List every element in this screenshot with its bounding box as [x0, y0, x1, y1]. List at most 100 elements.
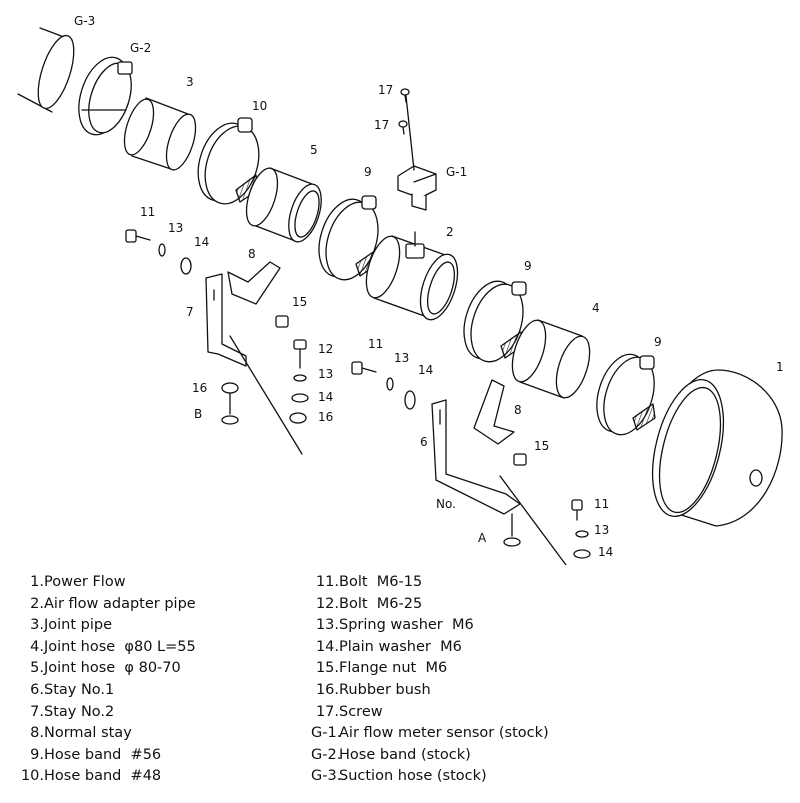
legend-item-1: 1Power Flow: [14, 572, 304, 594]
callout-14-middle: 14: [418, 363, 433, 377]
hose-band-48-part: [197, 117, 260, 205]
label-no: No.: [436, 497, 456, 511]
stay-no2-part: [205, 273, 303, 455]
legend-text: Stay No.1: [44, 681, 115, 698]
legend-text: Joint hose φ80 L=55: [44, 638, 196, 655]
legend-text: Normal stay: [44, 725, 132, 742]
suction-hose-part: [17, 27, 75, 113]
legend-item-11: 11Bolt M6-15: [311, 572, 731, 594]
legend-number: 16: [311, 680, 339, 702]
legend-text: Power Flow: [44, 574, 126, 590]
plain-washer-part: [180, 257, 591, 559]
exploded-parts-diagram: G-3 G-2 3 10 5 9 17 17 G-1 2 9 4 9 1 11 …: [17, 14, 784, 565]
callout-11-right: 11: [594, 497, 609, 511]
legend-item-4: 4Joint hose φ80 L=55: [14, 637, 304, 659]
callout-14-right: 14: [598, 545, 613, 559]
legend-text: Air flow meter sensor (stock): [339, 725, 549, 742]
legend-text: Stay No.2: [44, 703, 115, 720]
legend-item-2: 2Air flow adapter pipe: [14, 594, 304, 616]
bolt-m6-15-part: [125, 229, 583, 521]
legend-text: Joint pipe: [44, 617, 113, 634]
legend-number: 14: [311, 637, 339, 659]
label-b: B: [194, 407, 202, 421]
legend-text: Bolt M6-25: [339, 595, 423, 612]
legend-text: Hose band #56: [44, 746, 162, 763]
callout-2: 2: [446, 225, 454, 239]
legend-number: 13: [311, 615, 339, 637]
legend-item-6: 6Stay No.1: [14, 680, 304, 702]
callout-g3: G-3: [74, 14, 95, 28]
callout-labels: G-3 G-2 3 10 5 9 17 17 G-1 2 9 4 9 1 11 …: [74, 14, 784, 559]
legend-item-g2: G-2Hose band (stock): [311, 745, 731, 767]
joint-pipe-part: [123, 97, 197, 171]
legend-text: Suction hose (stock): [339, 768, 487, 785]
flange-nut-part: [275, 315, 527, 466]
callout-13-middle: 13: [394, 351, 409, 365]
bolt-m6-25-part: [293, 339, 307, 369]
callout-17-top: 17: [378, 83, 393, 97]
legend-text: Rubber bush: [339, 681, 431, 698]
callout-5: 5: [310, 143, 318, 157]
legend-item-17: 17Screw: [311, 702, 731, 724]
hose-band-56-lower-part: [596, 353, 656, 436]
legend-text: Spring washer M6: [339, 617, 474, 634]
legend-item-3: 3Joint pipe: [14, 615, 304, 637]
callout-10: 10: [252, 99, 267, 113]
legend-item-g3: G-3Suction hose (stock): [311, 766, 731, 788]
legend-item-12: 12Bolt M6-25: [311, 594, 731, 616]
rubber-bush-part: [221, 382, 521, 547]
screw-part: [398, 88, 415, 171]
legend-item-13: 13Spring washer M6: [311, 615, 731, 637]
callout-9-middle: 9: [524, 259, 532, 273]
legend-number: G-2: [311, 745, 339, 767]
callout-13-center: 13: [318, 367, 333, 381]
legend-item-16: 16Rubber bush: [311, 680, 731, 702]
callout-9-lower: 9: [654, 335, 662, 349]
legend-number: G-1: [311, 723, 339, 745]
callout-15-lower: 15: [534, 439, 549, 453]
hose-band-56-middle-part: [463, 280, 527, 363]
legend-number: 4: [14, 637, 44, 659]
stock-hose-band-part: [78, 56, 133, 136]
legend-number: 9: [14, 745, 44, 767]
legend-item-9: 9Hose band #56: [14, 745, 304, 767]
legend-text: Air flow adapter pipe: [44, 595, 196, 612]
label-a: A: [478, 531, 487, 545]
callout-3: 3: [186, 75, 194, 89]
callout-15-upper: 15: [292, 295, 307, 309]
callout-11-left: 11: [140, 205, 155, 219]
legend-text: Bolt M6-15: [339, 574, 423, 590]
legend-text: Plain washer M6: [339, 638, 462, 655]
callout-4: 4: [592, 301, 600, 315]
legend-item-5: 5Joint hose φ 80-70: [14, 658, 304, 680]
callout-16-left: 16: [192, 381, 207, 395]
callout-g1: G-1: [446, 165, 467, 179]
legend-number: 8: [14, 723, 44, 745]
callout-6: 6: [420, 435, 428, 449]
legend-item-7: 7Stay No.2: [14, 702, 304, 724]
callout-13-right: 13: [594, 523, 609, 537]
callout-13-left: 13: [168, 221, 183, 235]
legend-text: Hose band #48: [44, 768, 162, 785]
power-flow-filter-part: [651, 369, 783, 527]
legend-item-14: 14Plain washer M6: [311, 637, 731, 659]
legend-item-g1: G-1Air flow meter sensor (stock): [311, 723, 731, 745]
callout-1: 1: [776, 360, 784, 374]
callout-g2: G-2: [130, 41, 151, 55]
stay-no1-part: [431, 399, 567, 565]
legend-text: Joint hose φ 80-70: [44, 660, 181, 677]
legend-item-8: 8Normal stay: [14, 723, 304, 745]
joint-hose-80-part: [511, 319, 591, 399]
air-flow-adapter-pipe-part: [365, 231, 459, 321]
callout-16-center: 16: [318, 410, 333, 424]
legend-number: 11: [311, 572, 339, 594]
parts-legend-left: 1Power Flow 2Air flow adapter pipe 3Join…: [14, 572, 304, 788]
legend-number: 7: [14, 702, 44, 724]
callout-14-left: 14: [194, 235, 209, 249]
callout-17-bottom: 17: [374, 118, 389, 132]
legend-number: 5: [14, 658, 44, 680]
legend-text: Screw: [339, 703, 383, 720]
legend-number: 15: [311, 658, 339, 680]
legend-text: Hose band (stock): [339, 746, 471, 763]
legend-number: 12: [311, 594, 339, 616]
